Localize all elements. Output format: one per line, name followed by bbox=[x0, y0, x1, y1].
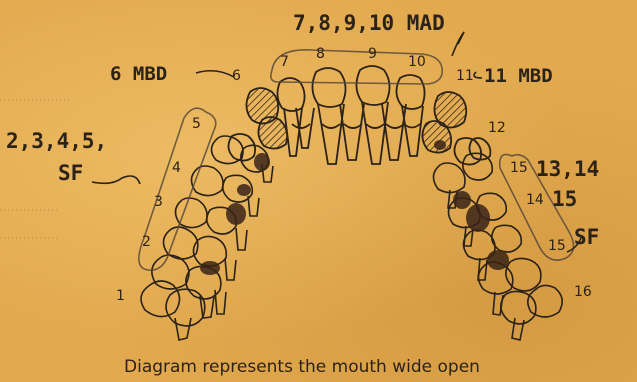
tooth-number-9: 9 bbox=[368, 46, 377, 62]
diagram-caption: Diagram represents the mouth wide open bbox=[124, 357, 480, 377]
tooth-number-5: 5 bbox=[192, 116, 201, 132]
upper-teeth bbox=[228, 66, 490, 165]
tooth-number-3: 3 bbox=[154, 194, 163, 210]
label-right-mbd: 11 MBD bbox=[484, 65, 553, 87]
tooth-number-14: 14 bbox=[526, 192, 544, 208]
tooth-number-6: 6 bbox=[232, 68, 241, 84]
tooth-number-10: 10 bbox=[408, 54, 426, 70]
label-right-sf-numbers-2: 15 bbox=[552, 187, 577, 211]
tooth-number-16: 16 bbox=[574, 284, 592, 300]
label-top-mad: 7,8,9,10 MAD bbox=[293, 11, 445, 35]
tooth-number-4: 4 bbox=[172, 160, 181, 176]
label-left-mbd: 6 MBD bbox=[110, 63, 167, 85]
tooth-number-1: 1 bbox=[116, 288, 125, 304]
tooth-number-7: 7 bbox=[280, 54, 289, 70]
tooth-number-13: 15 bbox=[510, 160, 528, 176]
label-right-sf: SF bbox=[574, 225, 599, 249]
tooth-number-8: 8 bbox=[316, 46, 325, 62]
tooth-number-2: 2 bbox=[142, 234, 151, 250]
label-right-sf-numbers-1: 13,14 bbox=[536, 157, 599, 181]
tooth-number-12: 12 bbox=[488, 120, 506, 136]
label-left-sf-numbers: 2,3,4,5, bbox=[6, 129, 107, 153]
tooth-number-11: 11 bbox=[456, 68, 474, 84]
label-left-sf: SF bbox=[58, 161, 83, 185]
lower-teeth bbox=[141, 136, 562, 340]
tooth-number-15: 15 bbox=[548, 238, 566, 254]
